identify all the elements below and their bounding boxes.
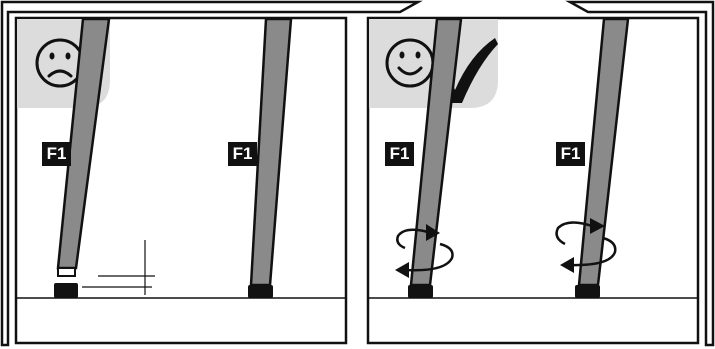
leg-1 [54,17,111,298]
leg-label: F1 [556,142,585,166]
leg-label: F1 [385,142,414,166]
leg-foot [54,283,78,298]
rotate-arrow-icon [395,224,454,278]
leg-foot [248,285,273,298]
leg-4 [555,17,630,298]
leg-3 [395,17,463,298]
leg-label: F1 [228,142,257,166]
rotate-arrow-icon [555,218,617,273]
leg-2 [248,17,293,298]
panel-incorrect [14,16,348,345]
gap-indicator [82,240,155,295]
leg-foot [408,285,433,298]
panel-correct [366,16,700,345]
leg-label: F1 [42,142,71,166]
leg-foot [575,285,600,298]
foot-gap [57,267,76,277]
happy-face-icon [385,38,435,88]
